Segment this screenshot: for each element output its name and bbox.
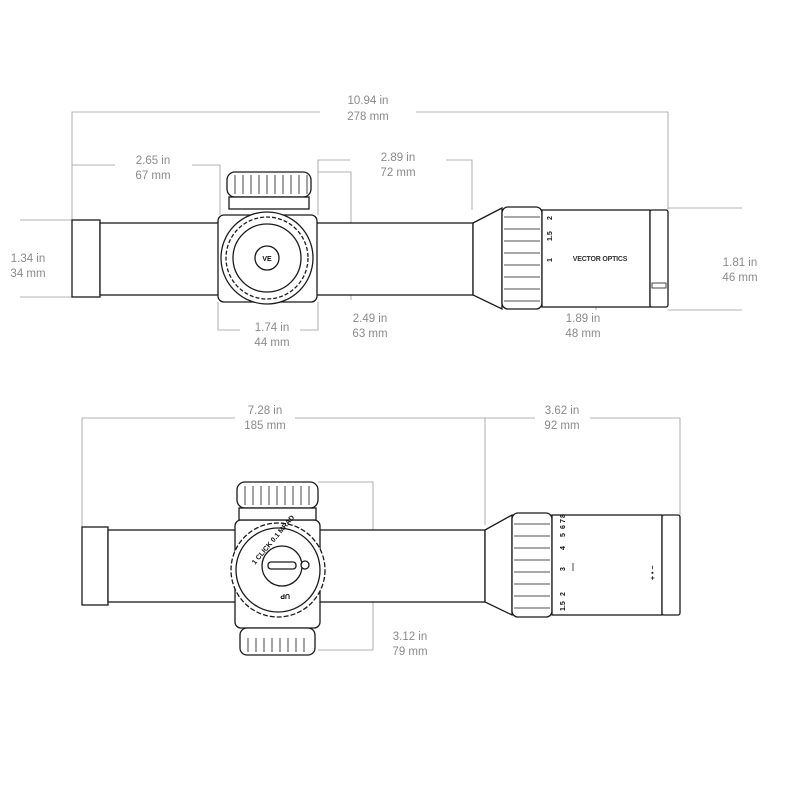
eyepiece-length-mm: 48 mm: [565, 328, 600, 340]
ocular-taper: [484, 513, 513, 617]
up-label: UP: [280, 592, 290, 599]
eyepiece-length-in: 1.89 in: [566, 313, 601, 325]
rear-length-in: 3.62 in: [545, 405, 580, 417]
mag-mark-1: 1: [547, 258, 554, 262]
turret-height-in: 3.12 in: [393, 631, 428, 643]
elevation-scale: [238, 507, 317, 521]
turret-to-ocular-in: 2.89 in: [381, 152, 416, 164]
eyepiece-diameter-mm: 46 mm: [722, 272, 757, 284]
front-length-mm: 185 mm: [244, 420, 286, 432]
elevation-turret-cap: [236, 481, 319, 509]
logo-text: VE: [262, 256, 272, 263]
front-to-turret-mm: 67 mm: [135, 170, 170, 182]
scope-side-outline: 1 CLICK 0.1 MRAD UP 1.5 2 3 4 5 6 7 8 + …: [81, 481, 681, 656]
magnification-ring: [501, 206, 543, 310]
elevation-scale: [228, 196, 310, 210]
eyepiece-cap: [649, 209, 669, 308]
side-view: 1 CLICK 0.1 MRAD UP 1.5 2 3 4 5 6 7 8 + …: [81, 405, 681, 658]
ocular-taper: [472, 206, 503, 311]
mag-mark-1-5: 1.5: [560, 601, 567, 611]
front-length-in: 7.28 in: [248, 405, 283, 417]
brand-name: VECTOR OPTICS: [573, 256, 628, 263]
mag-mark-5: 5: [560, 533, 567, 537]
mag-mark-6: 6: [560, 525, 567, 529]
objective-diameter-in: 1.34 in: [11, 253, 46, 265]
mag-mark-7: 7: [560, 519, 567, 523]
ocular-body: [551, 514, 663, 616]
objective-bell: [71, 219, 101, 298]
mag-mark-4: 4: [560, 546, 567, 550]
mag-mark-3: 3: [560, 567, 567, 571]
mag-mark-2: 2: [547, 216, 554, 220]
logo-badge: [254, 245, 280, 271]
eyepiece-diameter-in: 1.81 in: [723, 257, 758, 269]
elevation-turret-cap: [226, 171, 312, 198]
turret-width-mm: 44 mm: [254, 337, 289, 349]
turret-to-ocular-mm: 72 mm: [380, 167, 415, 179]
magnification-ring: [511, 512, 553, 618]
overall-length-mm: 278 mm: [347, 111, 389, 123]
mag-mark-1-5: 1.5: [547, 231, 554, 241]
mount-length-mm: 63 mm: [352, 328, 387, 340]
mount-length-in: 2.49 in: [353, 313, 388, 325]
scope-top-outline: VE VECTOR OPTICS 1 1.5 2: [71, 171, 669, 311]
rear-length-mm: 92 mm: [544, 420, 579, 432]
eyepiece-cap: [661, 514, 681, 616]
overall-length-in: 10.94 in: [348, 95, 389, 107]
objective-bell: [81, 526, 109, 606]
front-to-turret-in: 2.65 in: [136, 155, 171, 167]
mag-mark-2: 2: [560, 592, 567, 596]
turret-width-in: 1.74 in: [255, 322, 290, 334]
objective-diameter-mm: 34 mm: [10, 268, 45, 280]
turret-height-mm: 79 mm: [392, 646, 427, 658]
top-view: VE VECTOR OPTICS 1 1.5 2 10.94 in 278 mm…: [10, 95, 757, 349]
illumination-marks: + • −: [650, 565, 657, 580]
mag-mark-8: 8: [560, 514, 567, 518]
